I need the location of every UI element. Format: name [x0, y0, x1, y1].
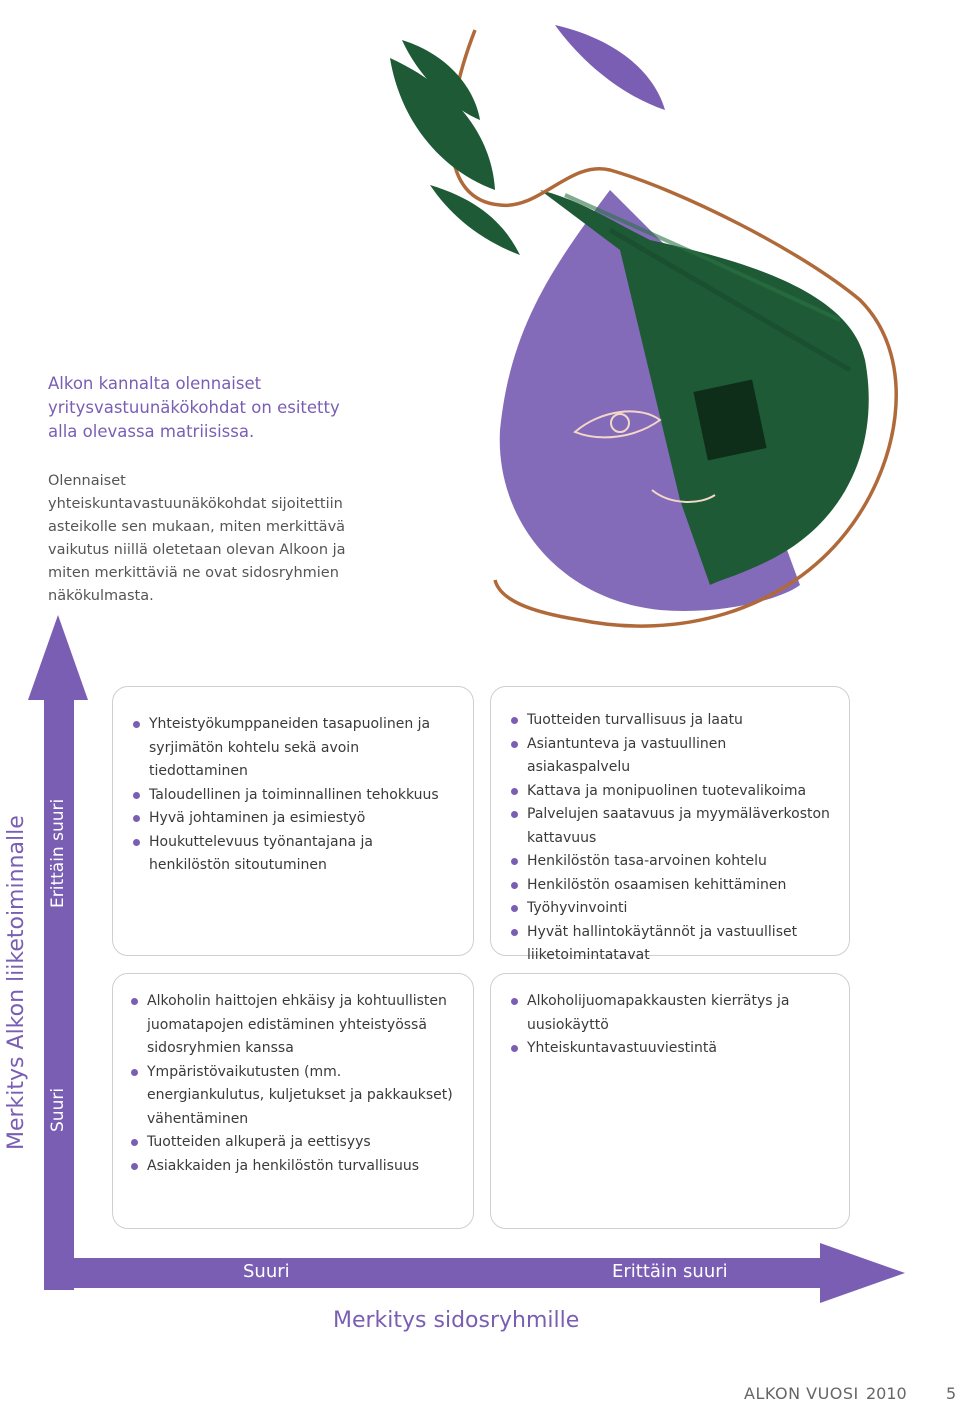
list-item: Ympäristövaikutusten (mm. energiankulutu…: [129, 1061, 457, 1132]
list-item: Hyvä johtaminen ja esimiestyö: [131, 807, 455, 831]
x-axis-low-label: Suuri: [243, 1261, 290, 1282]
quadrant-top-right: Tuotteiden turvallisuus ja laatu Asiantu…: [490, 686, 850, 963]
intro-title: Alkon kannalta olennaiset yritysvastuunä…: [48, 374, 340, 441]
footer-year: 2010: [866, 1384, 907, 1403]
list-item: Tuotteiden turvallisuus ja laatu: [509, 709, 831, 733]
list-item: Työhyvinvointi: [509, 897, 831, 921]
y-axis-arrowhead: [28, 615, 88, 700]
list-item: Asiakkaiden ja henkilöstön turvallisuus: [129, 1155, 457, 1179]
quadrant-bottom-right: Alkoholijuomapakkausten kierrätys ja uus…: [490, 973, 850, 1229]
list-item: Yhteistyökumppaneiden tasapuolinen ja sy…: [131, 713, 455, 784]
quadrant-top-left: Yhteistyökumppaneiden tasapuolinen ja sy…: [112, 686, 474, 956]
list-item: Kattava ja monipuolinen tuotevalikoima: [509, 780, 831, 804]
list-item: Yhteiskuntavastuuviestintä: [509, 1037, 831, 1061]
y-axis-high-label: Erittäin suuri: [48, 798, 68, 908]
list-item: Henkilöstön osaamisen kehittäminen: [509, 874, 831, 898]
list-item: Asiantunteva ja vastuullinen asiakaspalv…: [509, 733, 831, 780]
page-number: 5: [946, 1384, 957, 1403]
list-item: Houkuttelevuus työnantajana ja henkilöst…: [131, 831, 455, 878]
x-axis-high-label: Erittäin suuri: [612, 1261, 728, 1282]
list-item: Henkilöstön tasa-arvoinen kohtelu: [509, 850, 831, 874]
x-axis-bar: [44, 1258, 824, 1288]
list-item: Alkoholijuomapakkausten kierrätys ja uus…: [509, 990, 831, 1037]
list-item: Alkoholin haittojen ehkäisy ja kohtuulli…: [129, 990, 457, 1061]
y-axis-bar: [44, 700, 74, 1290]
list-item: Hyvät hallintokäytännöt ja vastuulliset …: [509, 921, 831, 968]
list-item: Taloudellinen ja toiminnallinen tehokkuu…: [131, 784, 455, 808]
matrix-axes: [28, 615, 905, 1303]
intro-body: Olennaiset yhteiskuntavastuunäkökohdat s…: [48, 473, 346, 604]
y-axis-low-label: Suuri: [48, 1087, 68, 1132]
leaf-drop-illustration: [390, 25, 898, 628]
y-axis-title: Merkitys Alkon liiketoiminnalle: [4, 815, 29, 1150]
x-axis-title: Merkitys sidosryhmille: [333, 1308, 580, 1333]
list-item: Tuotteiden alkuperä ja eettisyys: [129, 1131, 457, 1155]
footer-title: ALKON VUOSI: [744, 1384, 859, 1403]
quadrant-bottom-left: Alkoholin haittojen ehkäisy ja kohtuulli…: [112, 973, 474, 1229]
x-axis-arrowhead: [820, 1243, 905, 1303]
list-item: Palvelujen saatavuus ja myymäläverkoston…: [509, 803, 831, 850]
